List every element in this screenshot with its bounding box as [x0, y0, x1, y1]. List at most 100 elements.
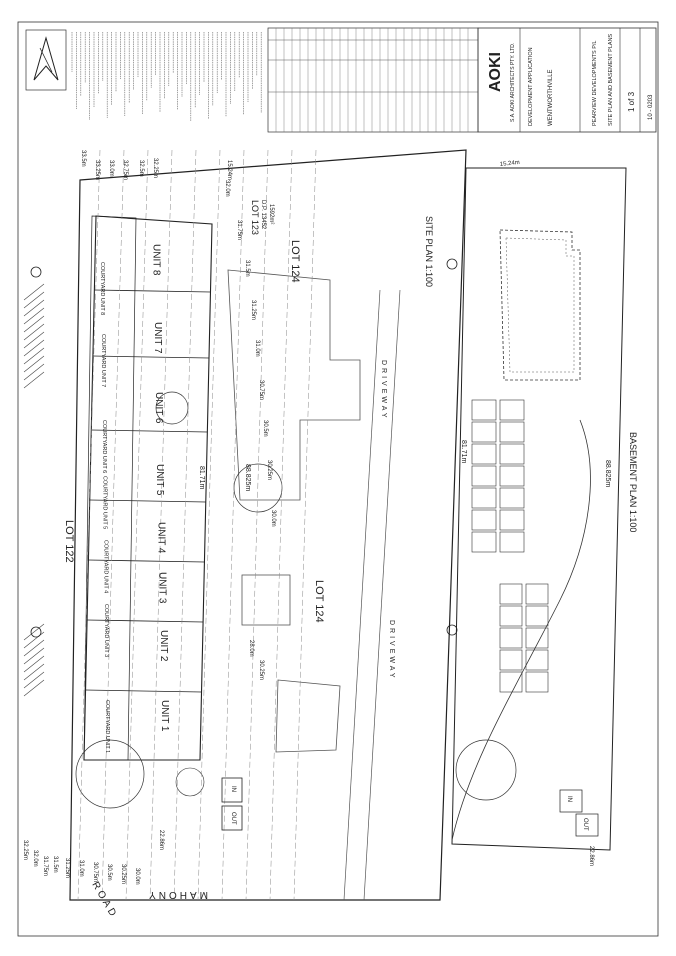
lot-122-label: LOT 122 — [63, 520, 75, 563]
level-label: 30.25m — [266, 460, 272, 480]
road-label: MAHONY — [146, 889, 208, 900]
level-label: 32.5m — [138, 160, 144, 177]
basement-side-dimension: 81.71m — [460, 440, 467, 464]
location: WENTWORTHVILLE — [548, 69, 554, 126]
unit-label: UNIT 2 — [158, 630, 169, 662]
driveway-label-2: DRIVEWAY — [388, 620, 395, 681]
level-label: 30.75m — [258, 380, 264, 400]
level-label: 33.0m — [108, 160, 114, 177]
lot-124-label-2: LOT 124 — [313, 580, 325, 623]
basement-boundary — [451, 167, 627, 851]
level-label: 32.25m — [152, 158, 158, 178]
level-label: 33.5m — [80, 150, 86, 167]
side-dimension: 81.71m — [198, 466, 205, 490]
sheet-border — [17, 21, 659, 937]
firm-name: S.A. AOKI ARCHITECTS PTY. LTD. — [510, 43, 516, 122]
company-logo: AOKI — [487, 52, 504, 92]
application-type: DEVELOPMENT APPLICATION — [528, 47, 534, 126]
unit-divider — [94, 289, 211, 293]
level-label: 31.75m — [236, 220, 242, 240]
basement-plan-title: BASEMENT PLAN 1:100 — [628, 432, 638, 532]
tree-icon — [175, 767, 205, 797]
contour-lines — [77, 149, 317, 901]
unit-label: UNIT 1 — [159, 700, 170, 732]
level-label: 30.0m — [270, 510, 276, 527]
general-notes-text — [71, 32, 262, 121]
notes-strip — [25, 29, 67, 91]
section-marker-icon — [446, 624, 458, 636]
level-label: 30.25m — [258, 660, 264, 680]
courtyard-label: COURTYARD UNIT 3 — [103, 604, 109, 657]
level-label: 32.75m — [122, 160, 128, 180]
area-label: 1592m² — [268, 204, 274, 224]
unit-label: UNIT 7 — [152, 322, 163, 354]
courtyard-label: COURTYARD UNIT 4 — [102, 540, 108, 593]
level-label: 32.25m — [22, 840, 28, 860]
unit-label: UNIT 5 — [154, 464, 165, 496]
level-label: 30.75m — [92, 862, 98, 882]
level-label: 31.25m — [250, 300, 256, 320]
title-block: AOKI S.A. AOKI ARCHITECTS PTY. LTD. DEVE… — [477, 27, 657, 133]
tree-icon — [75, 739, 145, 809]
level-label: 31.5m — [52, 856, 58, 873]
unit-divider — [85, 689, 202, 693]
level-label: 31.5m — [244, 260, 250, 277]
basement-plan — [451, 167, 627, 851]
metal-garage — [241, 574, 291, 626]
unit-label: UNIT 3 — [157, 572, 168, 604]
neighbour-dwelling-2 — [275, 679, 341, 753]
tree-icon — [155, 391, 189, 425]
level-label: 28.0m — [248, 640, 254, 657]
level-label: 30.5m — [106, 864, 112, 881]
basement-top-dimension: 15.24m — [500, 160, 521, 168]
basement-out-label: OUT — [582, 818, 588, 831]
dp-label: D.P. 13452 — [260, 200, 266, 230]
tree-icon — [455, 739, 517, 801]
site-boundary — [69, 149, 467, 901]
section-marker-icon — [30, 626, 42, 638]
level-label: 32.0m — [224, 180, 230, 197]
unit-divider — [91, 429, 208, 433]
level-label: 31.25m — [64, 858, 70, 878]
courtyard-label: COURTYARD UNIT 5 — [102, 476, 108, 529]
level-label: 31.0m — [254, 340, 260, 357]
client-name: PEARVIEW DEVELOPMENTS P/L — [592, 41, 598, 126]
ramp-curve — [451, 419, 591, 841]
courtyard-label: COURTYARD UNIT 1 — [104, 700, 110, 753]
basement-diag-dimension: 88.825m — [604, 460, 611, 487]
level-label: 31.75m — [42, 856, 48, 876]
unit-label: UNIT 8 — [151, 244, 162, 276]
level-label: 30.5m — [262, 420, 268, 437]
unit-label: UNIT 6 — [153, 392, 164, 424]
level-label: 33.25m — [94, 160, 100, 180]
level-label: 32.0m — [32, 850, 38, 867]
lot-124-label: LOT 124 — [289, 240, 301, 283]
basement-outline-dashed — [499, 229, 581, 381]
drawing-title: SITE PLAN AND BASEMENT PLANS — [608, 33, 614, 126]
out-arrow-label: OUT — [230, 812, 236, 825]
section-marker-icon — [30, 266, 42, 278]
site-plan — [23, 149, 467, 901]
level-label: 31.0m — [78, 860, 84, 877]
neighbour-dwelling — [227, 269, 361, 501]
unit-divider — [87, 619, 204, 623]
job-number: 10 - 0203 — [648, 94, 654, 120]
site-plan-title: SITE PLAN 1:100 — [424, 216, 434, 287]
unit-divider — [88, 559, 205, 563]
sheet-number: 1 of 3 — [627, 91, 636, 112]
car-spaces — [471, 399, 549, 693]
level-label: 30.0m — [134, 868, 140, 885]
top-dimension: 15.24m — [226, 160, 232, 180]
in-arrow-label: IN — [230, 786, 236, 792]
courtyard-label: COURTYARD UNIT 6 — [101, 420, 107, 473]
section-marker-icon — [446, 258, 458, 270]
unit-label: UNIT 4 — [155, 522, 166, 554]
basement-in-label: IN — [566, 796, 572, 802]
basement-bottom-dimension: 22.86m — [588, 846, 594, 866]
level-label: 30.25m — [120, 864, 126, 884]
unit-divider — [89, 499, 206, 503]
diag-dimension: 88.825m — [244, 464, 251, 491]
units-block — [83, 215, 213, 761]
frontage-dimension: 22.86m — [158, 830, 164, 850]
